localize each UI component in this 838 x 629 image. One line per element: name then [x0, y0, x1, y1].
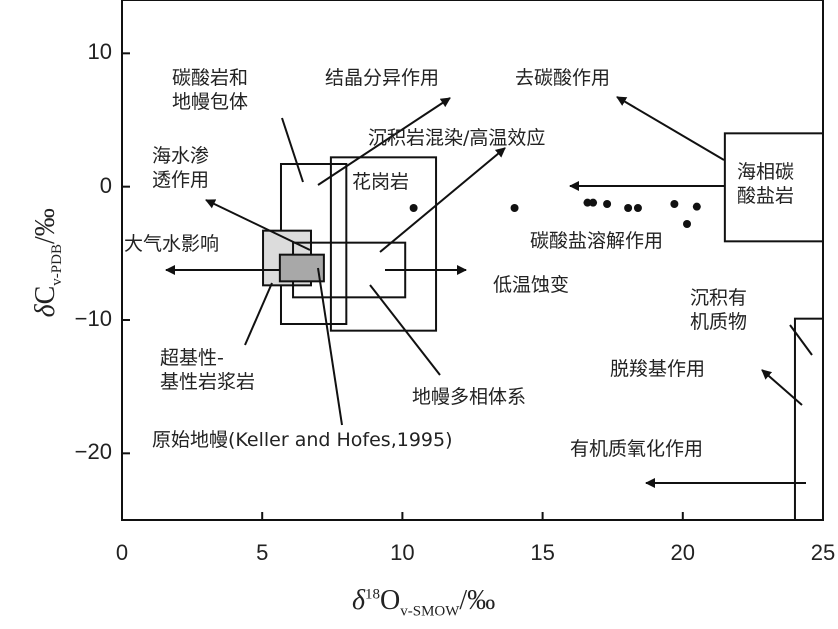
plot-frame [121, 0, 824, 521]
label-mantle-system: 地幔多相体系 [412, 386, 527, 408]
data-point [633, 204, 642, 212]
x-tick-label: 5 [256, 540, 269, 565]
label-organic: 沉积有机质物 [690, 287, 748, 333]
mantle-system-leader [369, 284, 441, 376]
primitive-leader [317, 267, 343, 426]
label-decarboxylation: 脱羧基作用 [610, 358, 706, 380]
label-lowtemp: 低温蚀变 [493, 274, 570, 296]
field-primitive-mantle [278, 253, 325, 283]
label-oxidation: 有机质氧化作用 [570, 438, 704, 460]
label-granite: 花岗岩 [352, 171, 410, 193]
label-carbonatite: 碳酸岩和地幔包体 [172, 67, 249, 113]
label-primitive: 原始地幔(Keller and Hofes,1995) [152, 429, 453, 451]
organic-leader [789, 324, 813, 356]
seawater-arrow [205, 199, 311, 251]
label-decarbonation: 去碳酸作用 [515, 67, 611, 89]
label-meteoric: 大气水影响 [124, 232, 220, 256]
y-tick-label: −20 [74, 439, 112, 465]
field-granite [329, 156, 438, 332]
data-point [589, 198, 598, 207]
x-tick-label: 15 [530, 540, 555, 565]
data-point [583, 198, 592, 207]
x-tick-label: 10 [390, 540, 415, 565]
data-point [683, 220, 692, 228]
carbonatite-leader [281, 117, 304, 183]
y-tick-label: −10 [74, 306, 112, 331]
fractional-arrow [317, 97, 451, 186]
ultrabasic-leader [244, 282, 273, 346]
decarbonation-arrow [616, 96, 725, 161]
x-tick-label: 25 [810, 540, 836, 565]
label-marine: 海相碳酸盐岩 [737, 161, 795, 207]
data-point [670, 200, 679, 208]
y-tick-label: 0 [99, 172, 112, 198]
data-point [624, 204, 633, 212]
x-axis-title: δ18Ov-SMOW/‰ [352, 585, 496, 620]
data-point [692, 202, 701, 211]
label-seawater: 海水渗透作用 [152, 145, 210, 191]
y-tick-label: 10 [87, 39, 112, 65]
x-tick-label: 0 [115, 540, 129, 565]
field-sedimentary-organic-matter [793, 317, 825, 521]
data-point [510, 204, 519, 212]
decarboxylation-arrow [761, 369, 803, 406]
x-tick-label: 20 [670, 540, 696, 565]
y-axis-title: δCv-PDB/‰ [30, 208, 65, 318]
label-contamination: 沉积岩混染/高温效应 [368, 127, 546, 149]
label-ultrabasic: 超基性-基性岩浆岩 [160, 347, 256, 393]
label-fractional: 结晶分异作用 [325, 67, 440, 89]
data-point [409, 204, 418, 212]
contamination-arrow [379, 147, 506, 253]
data-point [603, 200, 612, 208]
label-dissolution: 碳酸盐溶解作用 [530, 230, 664, 252]
